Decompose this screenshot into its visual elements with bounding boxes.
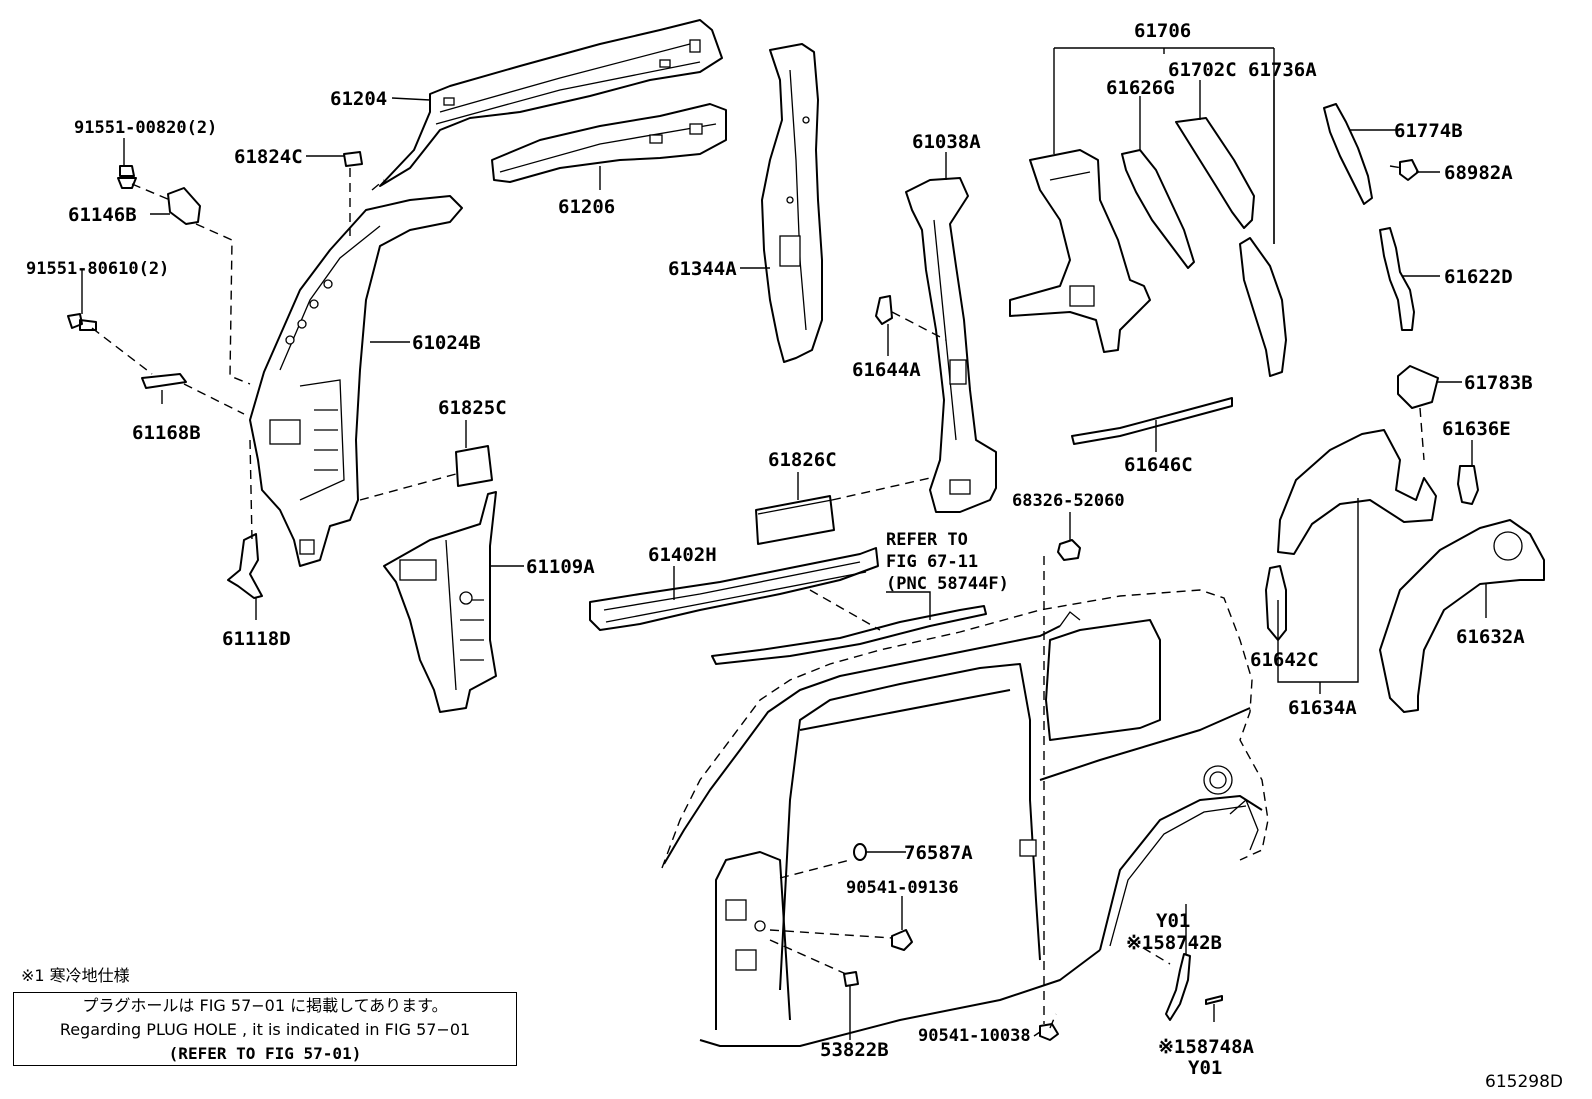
label-61024B: 61024B xyxy=(412,332,481,354)
label-61634A: 61634A xyxy=(1288,697,1357,719)
label-61622D: 61622D xyxy=(1444,266,1513,288)
label-61146B: 61146B xyxy=(68,204,137,226)
part-61118D-bracket xyxy=(227,533,263,599)
part-61636E-bracket xyxy=(1457,465,1479,505)
label-61783B: 61783B xyxy=(1464,372,1533,394)
cold-region-note: ※1 寒冷地仕様 xyxy=(21,966,130,985)
part-61646C-strip xyxy=(1071,397,1233,445)
part-76587A-plug xyxy=(853,843,867,861)
part-61626G-panel xyxy=(1121,149,1195,269)
label-90541-09136: 90541-09136 xyxy=(846,878,959,898)
label-61206: 61206 xyxy=(558,196,615,218)
part-91551-80610-bolt xyxy=(67,313,97,331)
part-61824C-block xyxy=(343,151,363,167)
label-53822B: 53822B xyxy=(820,1039,889,1061)
part-61206-rail xyxy=(491,103,727,183)
label-61646C: 61646C xyxy=(1124,454,1193,476)
part-53822B-plug xyxy=(843,971,859,987)
plug-hole-note-box: プラグホールは FIG 57−01 に掲載してあります。 Regarding P… xyxy=(13,992,517,1066)
label-61118D: 61118D xyxy=(222,628,291,650)
label-61736A: 61736A xyxy=(1248,59,1317,81)
label-61168B: 61168B xyxy=(132,422,201,444)
label-61626G: 61626G xyxy=(1106,77,1175,99)
label-61038A: 61038A xyxy=(912,131,981,153)
label-61636E: 61636E xyxy=(1442,418,1511,440)
label-61109A: 61109A xyxy=(526,556,595,578)
part-61402H-rocker xyxy=(589,547,879,631)
note-line-refer: (REFER TO FIG 57-01) xyxy=(168,1044,362,1063)
label-58742B: ※158742B xyxy=(1126,932,1222,954)
part-61632A-wheelhouse xyxy=(1379,519,1545,713)
part-61344A-pillar xyxy=(761,43,823,363)
label-61204: 61204 xyxy=(330,88,387,110)
part-61702C-panel xyxy=(1175,117,1255,229)
part-61642C-bracket xyxy=(1265,565,1287,641)
refer-line-3: (PNC 58744F) xyxy=(886,574,1009,594)
part-labels: 61204 61824C 91551-00820(2) 61146B 61206… xyxy=(26,20,1533,1079)
figure-id: 615298D xyxy=(1485,1072,1563,1092)
label-61632A: 61632A xyxy=(1456,626,1525,648)
refer-line-1: REFER TO xyxy=(886,530,968,550)
part-90541-09136-plug xyxy=(891,929,913,951)
label-61825C: 61825C xyxy=(438,397,507,419)
label-76587A: 76587A xyxy=(904,842,973,864)
part-61038A-pillar xyxy=(905,177,997,513)
part-61024B-pillar xyxy=(249,195,463,567)
part-91551-00820-bolt xyxy=(117,165,137,189)
label-58742B-y01: Y01 xyxy=(1156,910,1190,932)
label-58748A: ※158748A xyxy=(1158,1036,1255,1058)
part-58748A-seal xyxy=(1205,995,1223,1005)
part-90541-10038-plug xyxy=(1039,1023,1059,1041)
part-61825C-pad xyxy=(455,445,493,487)
part-body-side-outer xyxy=(661,589,1269,1047)
label-91551-00820: 91551-00820(2) xyxy=(74,118,217,138)
leader-lines xyxy=(81,47,1487,1040)
label-61642C: 61642C xyxy=(1250,649,1319,671)
part-61774B-panel xyxy=(1323,103,1373,205)
label-68326-52060: 68326-52060 xyxy=(1012,491,1125,511)
part-58744F-strip xyxy=(711,605,987,665)
label-61344A: 61344A xyxy=(668,258,737,280)
part-61826C-pad xyxy=(755,495,835,545)
label-68982A: 68982A xyxy=(1444,162,1513,184)
part-61644A-bracket xyxy=(875,295,893,325)
part-61634A-wheelhouse xyxy=(1277,429,1437,555)
label-61824C: 61824C xyxy=(234,146,303,168)
part-61168B-strip xyxy=(141,373,187,389)
label-90541-10038: 90541-10038 xyxy=(918,1026,1031,1046)
label-61644A: 61644A xyxy=(852,359,921,381)
refer-line-2: FIG 67-11 xyxy=(886,552,978,572)
part-61736A-panel xyxy=(1239,237,1287,377)
label-61774B: 61774B xyxy=(1394,120,1463,142)
part-68982A-clip xyxy=(1399,159,1419,181)
label-58748A-y01: Y01 xyxy=(1188,1057,1222,1079)
label-91551-80610: 91551-80610(2) xyxy=(26,259,169,279)
part-61146B-bracket xyxy=(167,187,201,225)
part-61109A-pillar-lower xyxy=(383,491,497,713)
part-58742B-seal xyxy=(1165,953,1191,1021)
part-68326-52060-nut xyxy=(1057,539,1081,561)
label-61826C: 61826C xyxy=(768,449,837,471)
dashed-guide-lines xyxy=(91,165,1425,1029)
part-61204-rail xyxy=(379,19,723,187)
note-line-en: Regarding PLUG HOLE , it is indicated in… xyxy=(59,1020,471,1039)
part-61622D-panel xyxy=(1379,227,1415,331)
part-61706-quarter-inner xyxy=(1009,149,1151,353)
label-61706: 61706 xyxy=(1134,20,1191,42)
label-61402H: 61402H xyxy=(648,544,717,566)
note-line-jp: プラグホールは FIG 57−01 に掲載してあります。 xyxy=(82,996,448,1015)
part-61783B-pad xyxy=(1397,365,1439,409)
label-61702C: 61702C xyxy=(1168,59,1237,81)
